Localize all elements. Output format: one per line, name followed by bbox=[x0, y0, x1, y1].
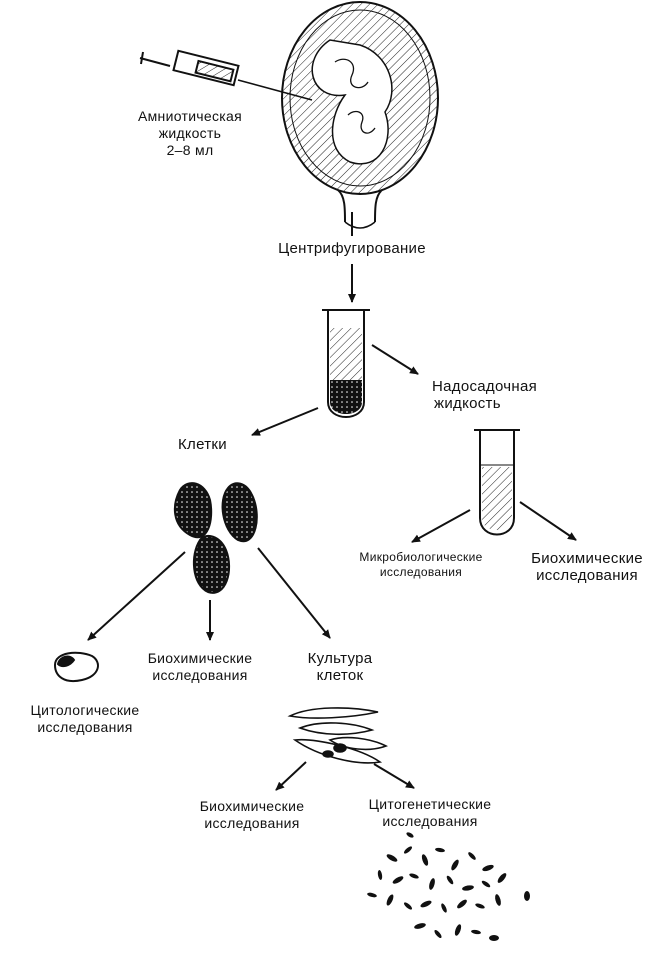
microbio-line1: Микробиологические bbox=[336, 550, 506, 565]
arrow-to-biochem-culture bbox=[276, 762, 306, 790]
amniotic-line1: Амниотическая bbox=[100, 108, 280, 125]
amniotic-fluid-label: Амниотическая жидкость 2–8 мл bbox=[100, 108, 280, 159]
cytological-line2: исследования bbox=[0, 719, 170, 736]
cells-illustration bbox=[175, 483, 257, 593]
cytogenetic-label: Цитогенетические исследования bbox=[340, 796, 520, 830]
microbio-line2: исследования bbox=[336, 565, 506, 580]
chromosome-spread bbox=[367, 831, 530, 941]
cytological-line1: Цитологические bbox=[0, 702, 170, 719]
cell-culture-line1: Культура bbox=[290, 650, 390, 667]
centrifuge-tube bbox=[322, 310, 370, 417]
cell-culture-label: Культура клеток bbox=[290, 650, 390, 684]
arrow-to-microbio bbox=[412, 510, 470, 542]
biochem-supernatant-line1: Биохимические bbox=[512, 550, 662, 567]
cytogenetic-line2: исследования bbox=[340, 813, 520, 830]
arrow-to-cytogenetic bbox=[374, 764, 414, 788]
supernatant-tube bbox=[474, 430, 520, 535]
biochem-cells-label: Биохимические исследования bbox=[120, 650, 280, 684]
supernatant-label: Надосадочная жидкость bbox=[432, 378, 592, 412]
arrow-to-culture bbox=[258, 548, 330, 638]
microbio-label: Микробиологические исследования bbox=[336, 550, 506, 580]
biochem-culture-line2: исследования bbox=[172, 815, 332, 832]
cells-text: Клетки bbox=[178, 436, 278, 453]
supernatant-line1: Надосадочная bbox=[432, 378, 592, 395]
biochem-supernatant-line2: исследования bbox=[512, 567, 662, 584]
arrow-to-cells bbox=[252, 408, 318, 435]
cell-culture-illustration bbox=[290, 708, 386, 763]
amniotic-line2: жидкость bbox=[100, 125, 280, 142]
centrifugation-text: Центрифугирование bbox=[230, 240, 474, 257]
arrow-to-biochem-supernatant bbox=[520, 502, 576, 540]
centrifugation-label: Центрифугирование bbox=[230, 240, 474, 257]
uterus-illustration bbox=[282, 2, 438, 228]
biochem-supernatant-label: Биохимические исследования bbox=[512, 550, 662, 584]
cells-label: Клетки bbox=[178, 436, 278, 453]
supernatant-line2: жидкость bbox=[432, 395, 592, 412]
biochem-culture-line1: Биохимические bbox=[172, 798, 332, 815]
arrow-to-supernatant bbox=[372, 345, 418, 374]
biochem-culture-label: Биохимические исследования bbox=[172, 798, 332, 832]
cytogenetic-line1: Цитогенетические bbox=[340, 796, 520, 813]
biochem-cells-line2: исследования bbox=[120, 667, 280, 684]
cytological-label: Цитологические исследования bbox=[0, 702, 170, 736]
cell-culture-line2: клеток bbox=[290, 667, 390, 684]
amniotic-line3: 2–8 мл bbox=[100, 142, 280, 159]
cytology-cell bbox=[55, 653, 98, 681]
arrow-to-cytological bbox=[88, 552, 185, 640]
biochem-cells-line1: Биохимические bbox=[120, 650, 280, 667]
